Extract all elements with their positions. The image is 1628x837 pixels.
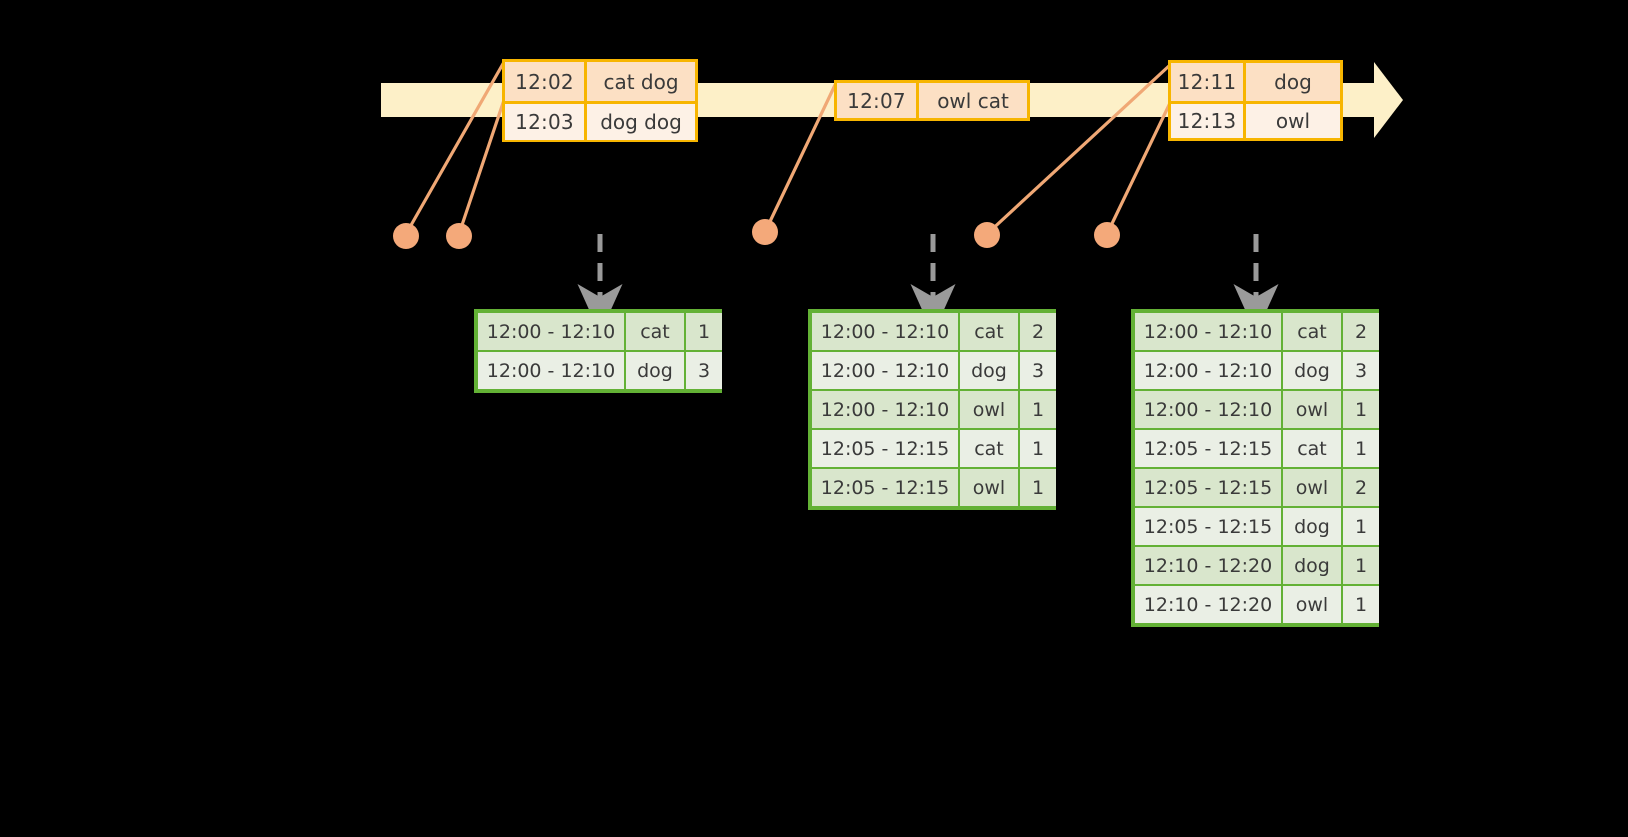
- event-payload: cat dog: [603, 69, 679, 94]
- event-row[interactable]: 12:13 owl: [1171, 101, 1340, 138]
- event-time: 12:02: [505, 62, 587, 101]
- event-row[interactable]: 12:07 owl cat: [837, 83, 1027, 118]
- cell-count: 3: [686, 352, 722, 389]
- cell-count: 2: [1343, 469, 1379, 506]
- event-group-3[interactable]: 12:11 dog 12:13 owl: [1168, 60, 1343, 141]
- cell-word: dog: [960, 352, 1018, 389]
- cell-word: cat: [960, 430, 1018, 467]
- event-time: 12:07: [837, 83, 919, 118]
- cell-window: 12:10 - 12:20: [1135, 547, 1281, 584]
- origin-dot-12-07: [752, 219, 778, 245]
- cell-window: 12:10 - 12:20: [1135, 586, 1281, 623]
- cell-count: 2: [1343, 313, 1379, 350]
- timeline-arrowhead-icon: [1374, 62, 1403, 138]
- cell-count: 1: [1343, 430, 1379, 467]
- cell-count: 1: [1343, 547, 1379, 584]
- event-time: 12:13: [1171, 104, 1246, 138]
- connector-12-07: [763, 81, 838, 234]
- cell-count: 1: [1343, 586, 1379, 623]
- cell-window: 12:00 - 12:10: [812, 352, 958, 389]
- cell-count: 1: [1020, 430, 1056, 467]
- cell-window: 12:05 - 12:15: [1135, 508, 1281, 545]
- cell-window: 12:00 - 12:10: [812, 391, 958, 428]
- connector-12-13: [1105, 101, 1172, 236]
- cell-word: owl: [1283, 586, 1341, 623]
- cell-word: cat: [960, 313, 1018, 350]
- cell-window: 12:00 - 12:10: [478, 313, 624, 350]
- cell-word: owl: [960, 469, 1018, 506]
- cell-word: owl: [1283, 391, 1341, 428]
- origin-dot-12-13: [1094, 222, 1120, 248]
- event-row[interactable]: 12:03 dog dog: [505, 101, 695, 140]
- cell-word: dog: [1283, 508, 1341, 545]
- connector-12-03: [457, 98, 506, 236]
- event-row[interactable]: 12:02 cat dog: [505, 62, 695, 101]
- cell-window: 12:05 - 12:15: [1135, 469, 1281, 506]
- cell-word: owl: [1283, 469, 1341, 506]
- cell-window: 12:00 - 12:10: [478, 352, 624, 389]
- cell-count: 1: [1020, 469, 1056, 506]
- cell-count: 3: [1020, 352, 1056, 389]
- cell-count: 1: [1343, 508, 1379, 545]
- cell-count: 3: [1343, 352, 1379, 389]
- origin-dots: [393, 219, 1120, 249]
- origin-dot-12-11: [974, 222, 1000, 248]
- event-group-2[interactable]: 12:07 owl cat: [834, 80, 1030, 121]
- cell-window: 12:00 - 12:10: [1135, 391, 1281, 428]
- event-payload: dog dog: [600, 110, 682, 134]
- event-payload: owl cat: [937, 88, 1009, 113]
- cell-window: 12:00 - 12:10: [1135, 352, 1281, 389]
- cell-word: cat: [1283, 313, 1341, 350]
- cell-window: 12:00 - 12:10: [812, 313, 958, 350]
- connector-12-02: [404, 60, 506, 236]
- emit-arrows: [577, 234, 1279, 334]
- cell-window: 12:00 - 12:10: [1135, 313, 1281, 350]
- cell-word: cat: [1283, 430, 1341, 467]
- cell-window: 12:05 - 12:15: [1135, 430, 1281, 467]
- cell-window: 12:05 - 12:15: [812, 469, 958, 506]
- cell-word: dog: [1283, 352, 1341, 389]
- cell-count: 1: [1020, 391, 1056, 428]
- event-time: 12:11: [1171, 63, 1246, 101]
- cell-word: dog: [626, 352, 684, 389]
- cell-count: 2: [1020, 313, 1056, 350]
- cell-count: 1: [686, 313, 722, 350]
- origin-dot-12-02: [393, 223, 419, 249]
- cell-word: owl: [960, 391, 1018, 428]
- cell-word: cat: [626, 313, 684, 350]
- event-payload: dog: [1274, 70, 1312, 94]
- cell-count: 1: [1343, 391, 1379, 428]
- event-row[interactable]: 12:11 dog: [1171, 63, 1340, 101]
- event-time: 12:03: [505, 104, 587, 140]
- cell-window: 12:05 - 12:15: [812, 430, 958, 467]
- origin-dot-12-03: [446, 223, 472, 249]
- cell-word: dog: [1283, 547, 1341, 584]
- event-payload: owl: [1275, 109, 1311, 133]
- event-group-1[interactable]: 12:02 cat dog 12:03 dog dog: [502, 59, 698, 142]
